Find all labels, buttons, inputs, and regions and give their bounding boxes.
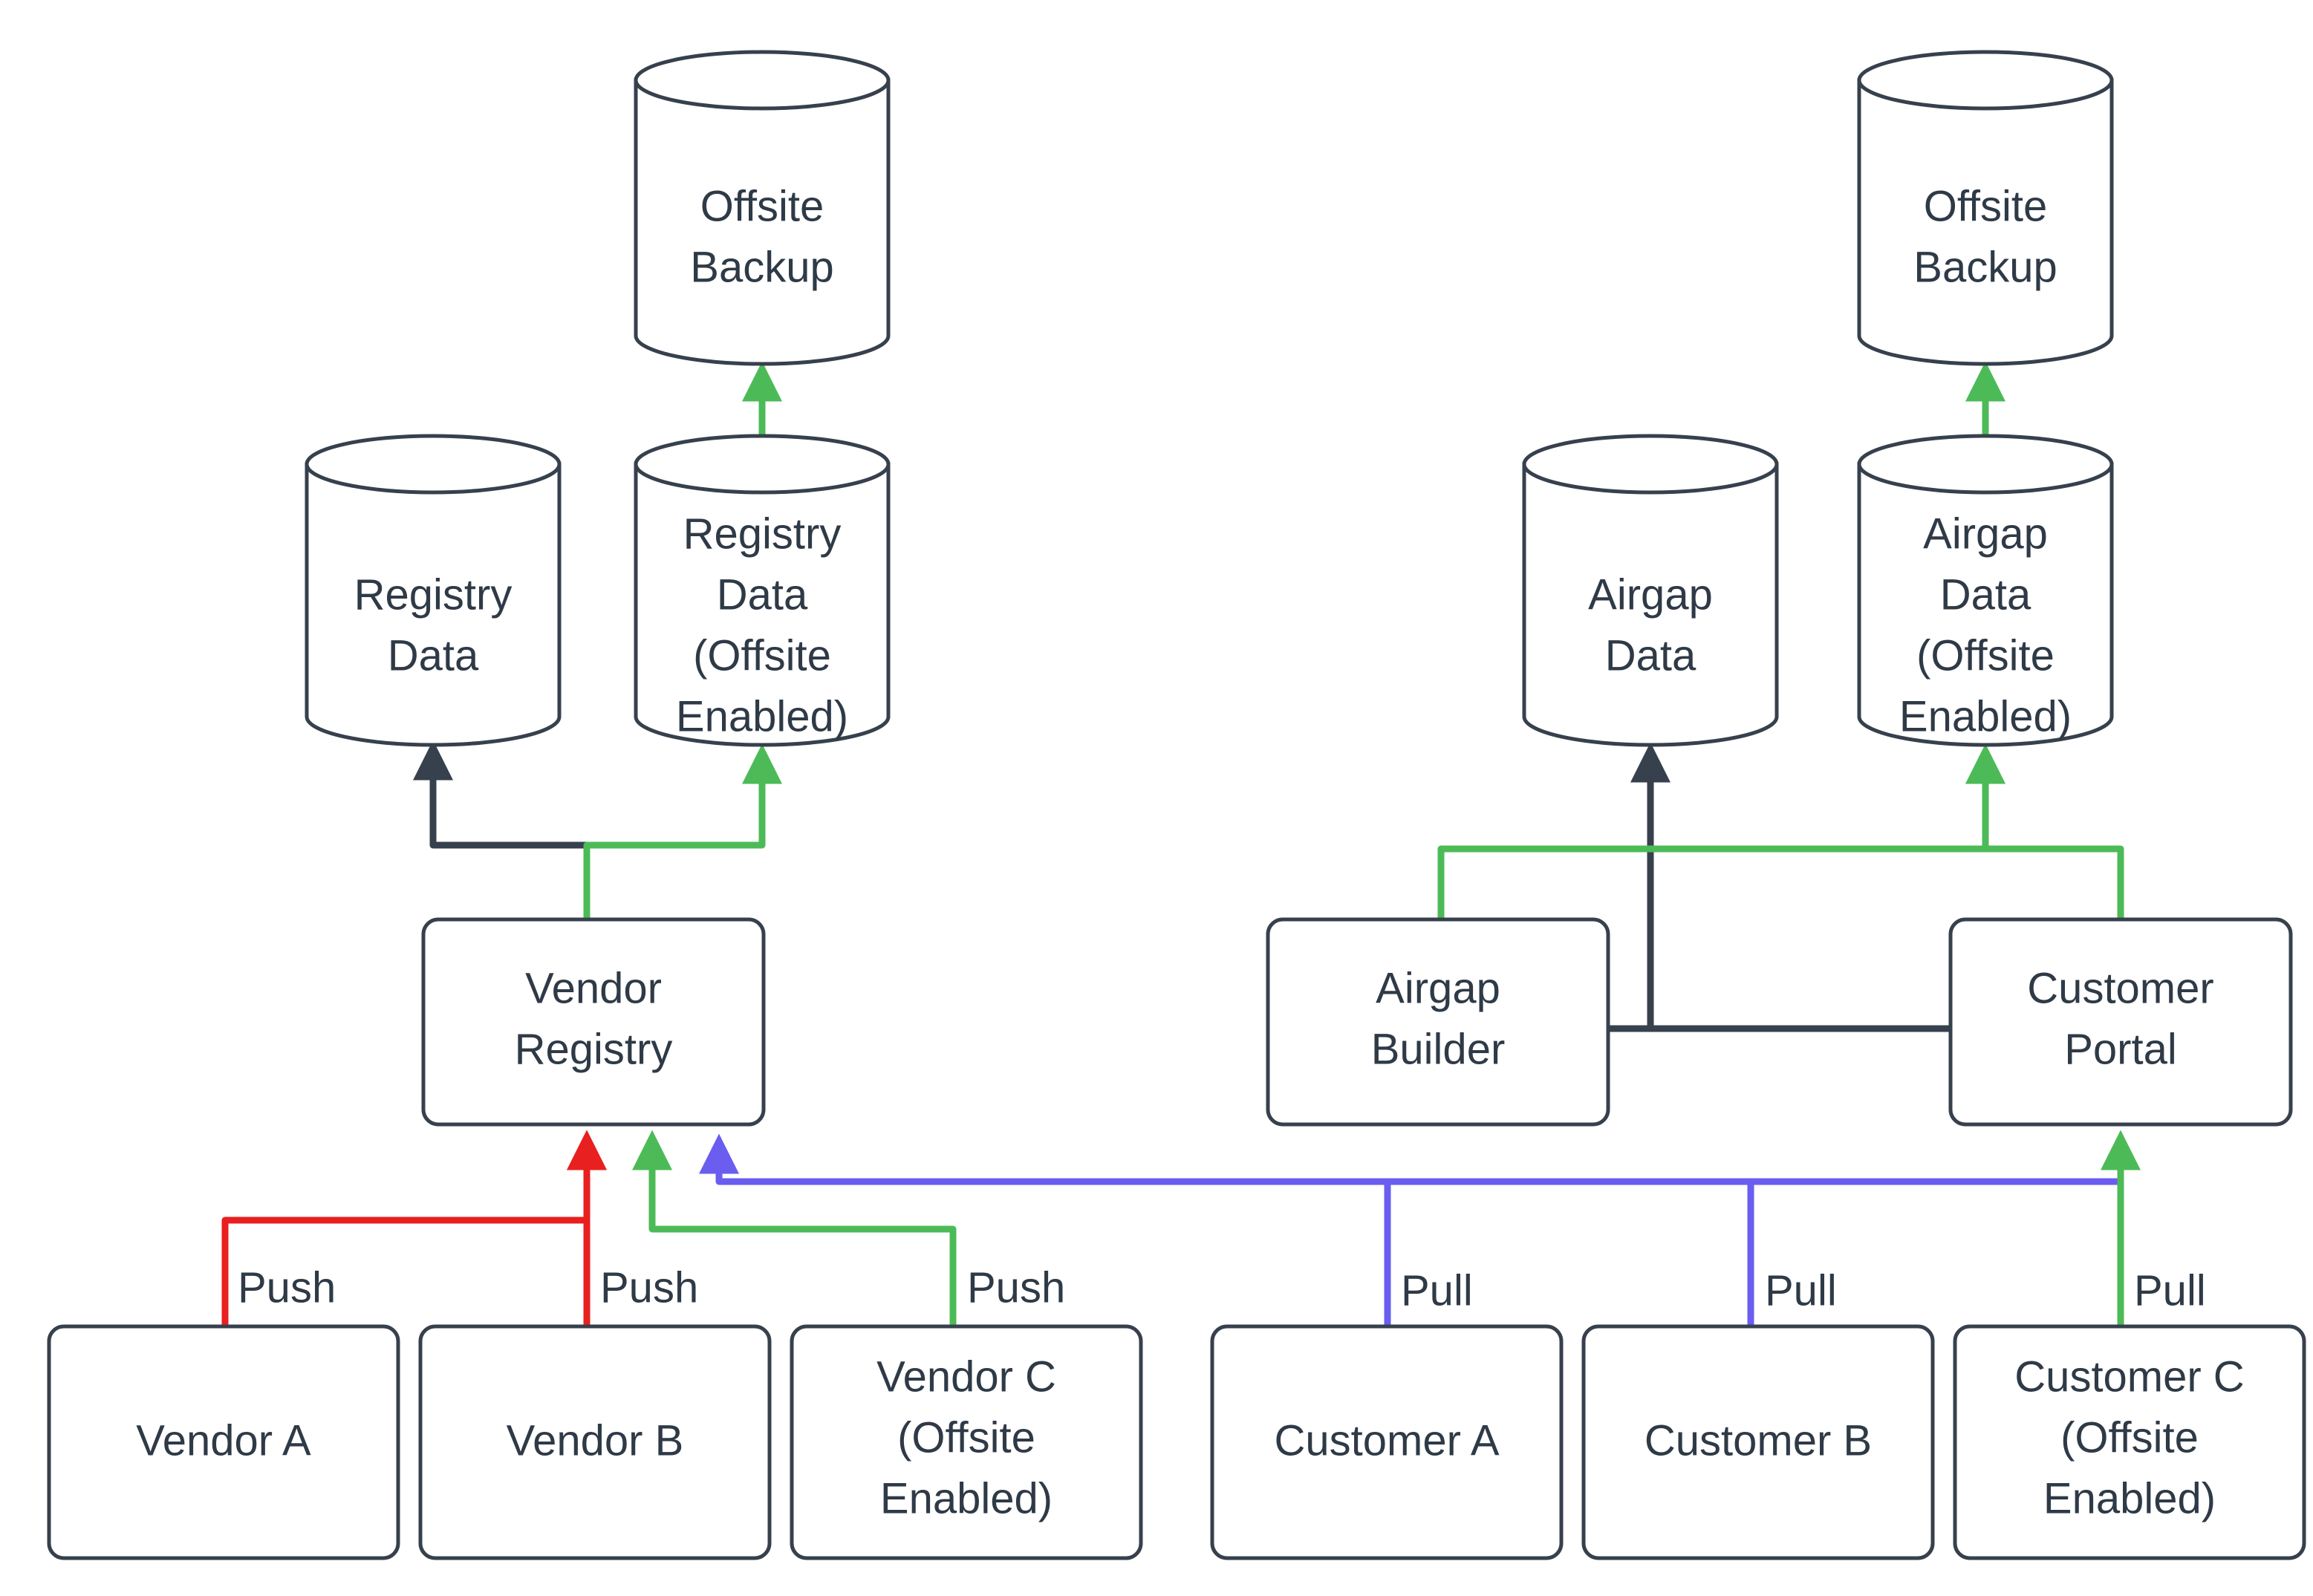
node-airgap-data-offsite[interactable]: Airgap Data (Offsite Enabled) bbox=[1857, 434, 2114, 747]
registry-data-offsite-line2: Data bbox=[717, 570, 808, 619]
edge-label-vendor-a-push: Push bbox=[238, 1263, 336, 1312]
customer-c-line3: Enabled) bbox=[2043, 1474, 2216, 1522]
node-airgap-builder[interactable]: Airgap Builder bbox=[1266, 917, 1610, 1127]
offsite-backup-right-line2: Backup bbox=[1913, 243, 2057, 291]
airgap-data-offsite-line1: Airgap bbox=[1923, 509, 2048, 558]
node-registry-data-offsite[interactable]: Registry Data (Offsite Enabled) bbox=[634, 434, 891, 747]
node-registry-data[interactable]: Registry Data bbox=[305, 434, 562, 747]
vendor-c-line2: (Offsite bbox=[897, 1413, 1035, 1462]
edge-label-vendor-c-push: Push bbox=[967, 1263, 1065, 1312]
vendor-a-line1: Vendor A bbox=[136, 1416, 311, 1465]
node-customer-b[interactable]: Customer B bbox=[1581, 1324, 1935, 1560]
offsite-backup-left-line1: Offsite bbox=[700, 182, 824, 230]
node-vendor-c[interactable]: Vendor C (Offsite Enabled) bbox=[790, 1324, 1143, 1560]
customer-portal-line2: Portal bbox=[2064, 1025, 2177, 1073]
edge-customer-portal-to-vendor-registry bbox=[699, 1133, 2121, 1185]
node-vendor-b[interactable]: Vendor B bbox=[418, 1324, 772, 1560]
airgap-data-line1: Airgap bbox=[1588, 570, 1713, 619]
registry-data-line2: Data bbox=[388, 631, 479, 680]
node-offsite-backup-right[interactable]: Offsite Backup bbox=[1857, 50, 2114, 366]
node-customer-c[interactable]: Customer C (Offsite Enabled) bbox=[1953, 1324, 2306, 1560]
edge-customer-portal-to-airgap-data bbox=[1630, 742, 1952, 1032]
vendor-registry-line2: Registry bbox=[515, 1025, 673, 1073]
airgap-data-offsite-line4: Enabled) bbox=[1899, 692, 2072, 740]
airgap-data-line2: Data bbox=[1605, 631, 1696, 680]
edge-label-customer-c-pull: Pull bbox=[2134, 1266, 2206, 1315]
customer-c-line1: Customer C bbox=[2014, 1352, 2244, 1401]
airgap-data-offsite-line2: Data bbox=[1940, 570, 2031, 619]
node-customer-a[interactable]: Customer A bbox=[1210, 1324, 1564, 1560]
edge-label-vendor-b-push: Push bbox=[600, 1263, 698, 1312]
registry-data-line1: Registry bbox=[354, 570, 513, 619]
offsite-backup-left-line2: Backup bbox=[690, 243, 833, 291]
vendor-b-line1: Vendor B bbox=[507, 1416, 684, 1465]
customer-c-line2: (Offsite bbox=[2060, 1413, 2199, 1462]
edge-vendor-registry-to-registry-data-offsite bbox=[583, 743, 782, 919]
registry-data-offsite-line3: (Offsite bbox=[693, 631, 831, 680]
node-airgap-data[interactable]: Airgap Data bbox=[1522, 434, 1779, 747]
airgap-builder-line2: Builder bbox=[1371, 1025, 1506, 1073]
edge-customer-portal-to-airgap-data-offsite bbox=[1965, 743, 2124, 919]
customer-b-line1: Customer B bbox=[1645, 1416, 1872, 1465]
airgap-data-offsite-line3: (Offsite bbox=[1916, 631, 2055, 680]
vendor-registry-line1: Vendor bbox=[525, 964, 662, 1012]
edge-vendor-c-to-vendor-registry bbox=[632, 1130, 957, 1326]
registry-data-offsite-line1: Registry bbox=[683, 509, 842, 558]
airgap-builder-line1: Airgap bbox=[1376, 964, 1500, 1012]
node-vendor-a[interactable]: Vendor A bbox=[47, 1324, 400, 1560]
offsite-backup-right-line1: Offsite bbox=[1924, 182, 2048, 230]
node-vendor-registry[interactable]: Vendor Registry bbox=[421, 917, 766, 1127]
registry-data-offsite-line4: Enabled) bbox=[676, 692, 848, 740]
edge-airgap-builder-to-airgap-data-offsite bbox=[1437, 743, 2005, 919]
vendor-c-line1: Vendor C bbox=[876, 1352, 1056, 1401]
edge-label-customer-b-pull: Pull bbox=[1765, 1266, 1837, 1315]
customer-portal-line1: Customer bbox=[2027, 964, 2213, 1012]
edge-vendor-registry-to-registry-data bbox=[413, 740, 591, 919]
node-offsite-backup-left[interactable]: Offsite Backup bbox=[634, 50, 891, 366]
customer-a-line1: Customer A bbox=[1275, 1416, 1500, 1465]
edge-label-customer-a-pull: Pull bbox=[1401, 1266, 1473, 1315]
node-customer-portal[interactable]: Customer Portal bbox=[1948, 917, 2293, 1127]
vendor-c-line3: Enabled) bbox=[880, 1474, 1053, 1522]
